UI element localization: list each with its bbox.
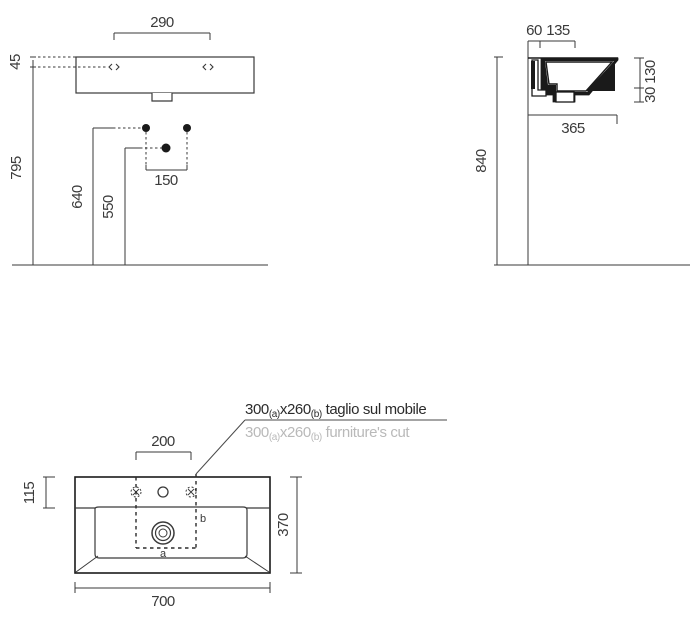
dimension-700: 700 bbox=[74, 582, 271, 610]
dimension-150-label: 150 bbox=[154, 172, 178, 189]
dimension-200: 200 bbox=[135, 433, 192, 460]
dimension-365: 365 bbox=[528, 114, 618, 137]
note-en-value-b: 260 bbox=[287, 424, 311, 441]
dimension-115: 115 bbox=[21, 476, 55, 509]
dimension-200-label: 200 bbox=[151, 433, 175, 450]
note-english: 300(a)x260(b) furniture's cut bbox=[245, 424, 410, 443]
note-it-sub-a: (a) bbox=[269, 409, 280, 420]
dimension-115-label: 115 bbox=[21, 482, 38, 505]
note-it-value-b: 260 bbox=[287, 401, 311, 418]
basin-front-outline bbox=[75, 56, 255, 102]
dimension-550: 550 bbox=[100, 147, 162, 265]
note-en-sub-a: (a) bbox=[269, 432, 280, 443]
furniture-cutout-outline: a b bbox=[135, 474, 206, 560]
note-it-text: taglio sul mobile bbox=[322, 401, 427, 418]
dimension-60-135: 60 135 bbox=[526, 22, 576, 48]
note-it-separator: x bbox=[280, 401, 288, 418]
dimension-640-label: 640 bbox=[69, 185, 86, 209]
dimension-550-label: 550 bbox=[100, 195, 117, 219]
dimension-30-130: 30 130 bbox=[634, 57, 659, 103]
dimension-290-label: 290 bbox=[150, 14, 174, 31]
cut-label-a: a bbox=[160, 548, 167, 560]
chamfer-right bbox=[244, 555, 270, 573]
front-extension-lines bbox=[30, 56, 108, 68]
dimension-840-label: 840 bbox=[473, 149, 490, 173]
note-it-value-a: 300 bbox=[245, 401, 269, 418]
dimension-45-label: 45 bbox=[7, 54, 24, 70]
tap-holes-plan bbox=[130, 486, 197, 498]
note-en-sub-b: (b) bbox=[311, 432, 322, 443]
dimension-370-label: 370 bbox=[275, 513, 292, 537]
dimension-60-label: 60 bbox=[526, 22, 542, 39]
dimension-130-label: 130 bbox=[642, 60, 659, 84]
side-section-view: 60 135 bbox=[473, 22, 690, 266]
front-tap-hole-markers bbox=[108, 63, 214, 71]
note-en-value-a: 300 bbox=[245, 424, 269, 441]
tap-hole-right bbox=[185, 486, 197, 498]
drain-plan bbox=[151, 521, 175, 545]
furniture-cut-note: 300(a)x260(b) taglio sul mobile 300(a)x2… bbox=[195, 401, 447, 475]
note-leader-line bbox=[195, 419, 246, 475]
dimension-135-label: 135 bbox=[546, 22, 570, 39]
note-it-sub-b: (b) bbox=[311, 409, 322, 420]
dimension-30-label: 30 bbox=[642, 87, 659, 103]
chamfer-left bbox=[75, 555, 99, 573]
dimension-150: 150 bbox=[145, 165, 188, 189]
dimension-365-label: 365 bbox=[561, 120, 585, 137]
plan-view: 300(a)x260(b) taglio sul mobile 300(a)x2… bbox=[21, 401, 447, 610]
dimension-795-label: 795 bbox=[8, 156, 25, 180]
dimension-290: 290 bbox=[113, 14, 211, 40]
basin-side-profile bbox=[528, 57, 619, 103]
note-italian: 300(a)x260(b) taglio sul mobile bbox=[245, 401, 426, 420]
dimension-370: 370 bbox=[275, 476, 302, 574]
cut-label-b: b bbox=[200, 513, 206, 525]
tap-hole-centre bbox=[157, 486, 169, 498]
dimension-640: 640 bbox=[69, 127, 144, 265]
dimension-840: 840 bbox=[473, 56, 503, 266]
front-elevation-view: 290 45 795 bbox=[7, 14, 268, 266]
dimension-700-label: 700 bbox=[151, 593, 175, 610]
dimension-795: 795 bbox=[8, 60, 34, 265]
connection-points bbox=[142, 124, 191, 170]
note-en-text: furniture's cut bbox=[322, 424, 411, 441]
note-en-separator: x bbox=[280, 424, 288, 441]
